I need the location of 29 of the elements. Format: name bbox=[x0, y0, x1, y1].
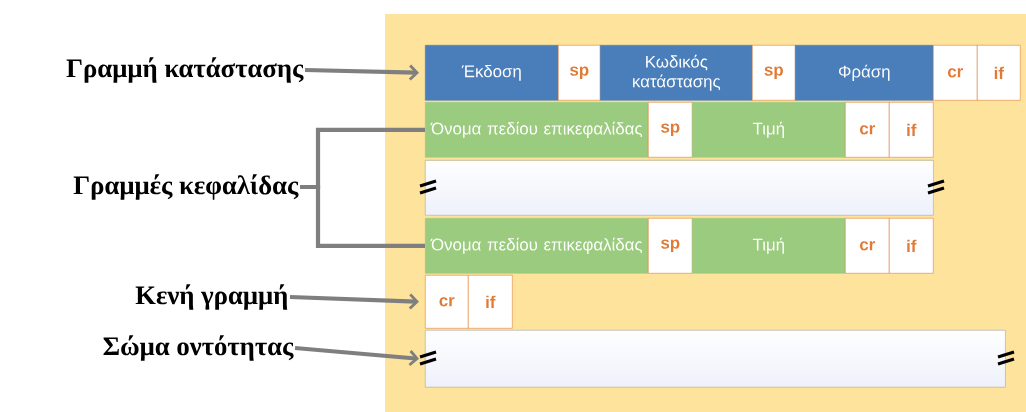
separator-box: sp bbox=[752, 45, 796, 101]
separator-box: cr bbox=[845, 102, 890, 158]
row-label: Σώμα οντότητας bbox=[103, 335, 294, 361]
field-box: Έκδοση bbox=[425, 45, 559, 101]
empty-box bbox=[425, 160, 934, 216]
separator-box: cr bbox=[425, 275, 469, 329]
separator-box: cr bbox=[933, 45, 978, 101]
field-box: Όνομα πεδίου επικεφαλίδας bbox=[425, 102, 649, 158]
field-box: Κωδικός κατάστασης bbox=[600, 45, 753, 101]
bracket-line bbox=[300, 184, 425, 248]
separator-box: if bbox=[468, 275, 513, 329]
field-box: Τιμή bbox=[692, 102, 846, 158]
field-box: Όνομα πεδίου επικεφαλίδας bbox=[425, 218, 649, 274]
separator-box: if bbox=[977, 45, 1021, 101]
separator-box: sp bbox=[558, 45, 601, 101]
separator-box: sp bbox=[648, 218, 693, 274]
separator-box: cr bbox=[845, 218, 890, 274]
empty-box bbox=[425, 330, 1006, 388]
separator-box: if bbox=[889, 218, 934, 274]
arrow bbox=[294, 345, 419, 367]
row-label: Κενή γραμμή bbox=[135, 284, 288, 310]
field-box: Τιμή bbox=[692, 218, 846, 274]
field-box: Φράση bbox=[795, 45, 934, 101]
row-label: Γραμμή κατάστασης bbox=[66, 57, 304, 83]
separator-box: if bbox=[889, 102, 934, 158]
row-label: Γραμμές κεφαλίδας bbox=[73, 174, 299, 200]
arrow bbox=[289, 293, 419, 310]
separator-box: sp bbox=[648, 102, 693, 158]
arrow bbox=[304, 64, 419, 81]
